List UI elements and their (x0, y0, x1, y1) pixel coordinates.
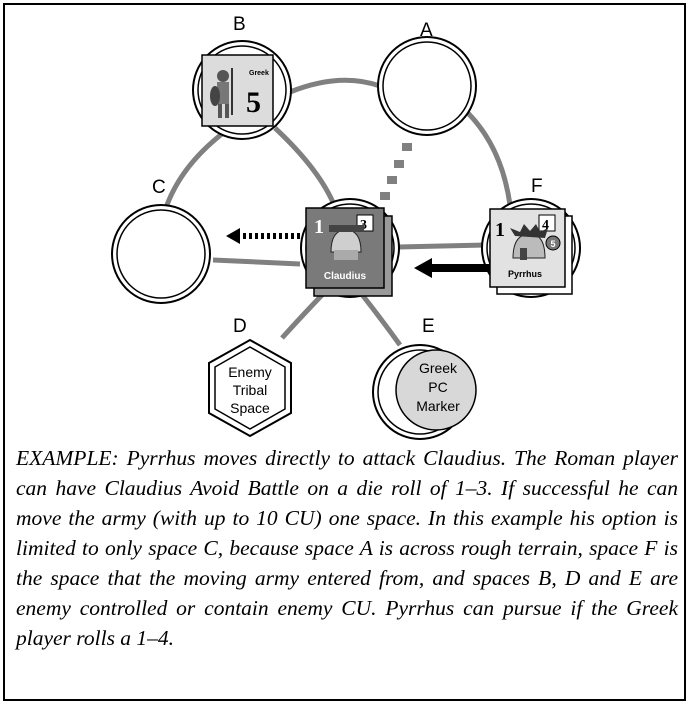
greek-counter-value: 5 (246, 86, 261, 119)
pyrrhus-name: Pyrrhus (508, 269, 542, 279)
tribal-space-line-1: Enemy (228, 364, 272, 380)
pyrrhus-tactics: 4 (542, 218, 549, 233)
connection-b-a (289, 77, 381, 95)
pc-marker-line-3: Marker (416, 398, 460, 414)
claudius-counter: 1 3 Claudius (305, 207, 393, 297)
space-label-e: E (422, 316, 435, 337)
pc-marker-line-1: Greek (419, 360, 458, 376)
greek-helmet-icon (510, 224, 548, 260)
greek-counter-name: Greek (249, 70, 269, 77)
connection-c-claudius (212, 257, 301, 267)
claudius-strategy: 1 (314, 216, 324, 238)
enemy-tribal-space: Enemy Tribal Space (208, 338, 292, 438)
soldier-icon (210, 68, 233, 118)
space-label-f: F (531, 176, 543, 197)
claudius-name: Claudius (324, 271, 367, 282)
connection-b-c (164, 122, 236, 206)
tribal-space-line-3: Space (230, 400, 270, 416)
connection-b-claudius (273, 126, 338, 208)
space-label-c: C (152, 177, 166, 198)
connection-claudius-f (397, 242, 487, 250)
greek-pc-marker: Greek PC Marker (395, 349, 477, 431)
space-c (111, 204, 211, 304)
connection-a-f (466, 111, 513, 206)
pyrrhus-badge: 5 (550, 239, 555, 249)
pc-marker-line-2: PC (428, 379, 447, 395)
connection-claudius-e (358, 290, 403, 347)
movement-diagram: A B Greek 5 C 1 3 (111, 14, 581, 440)
space-a (377, 36, 477, 136)
example-frame (3, 3, 686, 701)
rough-terrain-connection (380, 143, 412, 200)
space-label-b: B (233, 14, 246, 35)
space-label-a: A (420, 20, 433, 41)
pyrrhus-strategy: 1 (495, 219, 505, 241)
roman-helmet-icon (329, 225, 364, 260)
attack-arrow (414, 258, 490, 278)
example-caption: EXAMPLE: Pyrrhus moves directly to attac… (16, 446, 678, 650)
connection-claudius-d (280, 293, 324, 340)
space-label-d: D (233, 316, 247, 337)
greek-cu-counter: Greek 5 (201, 54, 274, 127)
avoid-battle-arrow (226, 228, 300, 244)
pyrrhus-counter: 1 4 5 Pyrrhus (489, 208, 573, 295)
tribal-space-line-2: Tribal (233, 382, 268, 398)
